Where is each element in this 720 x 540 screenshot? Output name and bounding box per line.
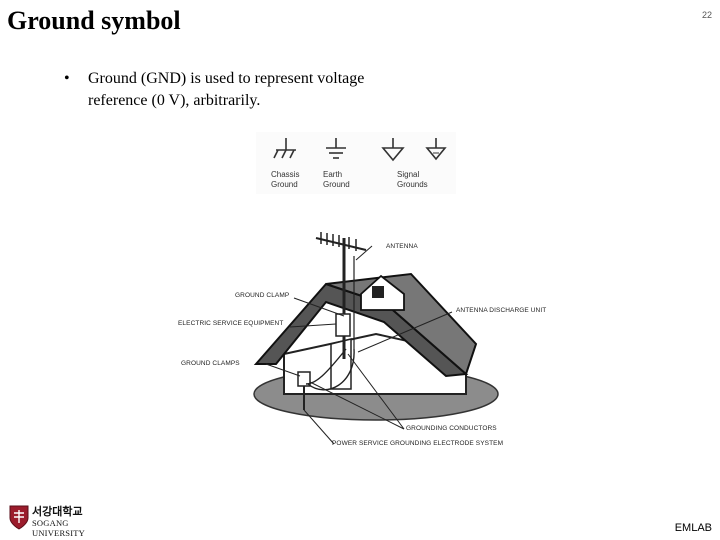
house-grounding-figure: ANTENNA GROUND CLAMP ANTENNA DISCHARGE U… [176, 224, 560, 454]
callout-antenna: ANTENNA [386, 243, 418, 250]
callout-power-service-grounding-electrode-system: POWER SERVICE GROUNDING ELECTRODE SYSTEM [332, 440, 504, 447]
grounding-conductor-2 [307, 348, 355, 391]
callout-electric-service-equipment: ELECTRIC SERVICE EQUIPMENT [178, 320, 284, 327]
logo-korean-text: 서강대학교 [32, 505, 83, 518]
ground-symbols-figure: Chassis Ground Earth Ground Signal Groun… [256, 132, 456, 194]
signal-ground-icon [381, 138, 405, 162]
callout-ground-clamp: GROUND CLAMP [235, 292, 290, 299]
logo-english-text: SOGANG UNIVERSITY [32, 518, 85, 538]
service-meter [335, 313, 351, 337]
dormer-window [372, 286, 384, 298]
callout-ground-clamps: GROUND CLAMPS [181, 360, 240, 367]
earth-ground-label: Earth Ground [323, 170, 350, 189]
page-number: 22 [701, 10, 712, 20]
ground-symbols-drawing [256, 132, 456, 194]
chassis-ground-label: Chassis Ground [271, 170, 300, 189]
slide-title: Ground symbol [7, 6, 181, 35]
chassis-ground-icon [273, 138, 296, 159]
university-crest-icon [9, 505, 29, 530]
bullet-list: • Ground (GND) is used to represent volt… [64, 68, 394, 112]
earth-ground-icon [326, 138, 346, 159]
bullet-text: Ground (GND) is used to represent voltag… [88, 70, 365, 109]
antenna-elements [320, 232, 357, 251]
signal-grounds-label: Signal Grounds [397, 170, 428, 189]
university-logo: 서강대학교 SOGANG UNIVERSITY [6, 502, 116, 538]
bullet-item: • Ground (GND) is used to represent volt… [64, 68, 394, 112]
house-grounding-drawing [253, 232, 499, 445]
footer-brand: EMLAB [674, 522, 712, 534]
callout-antenna-discharge-unit: ANTENNA DISCHARGE UNIT [456, 307, 547, 314]
callout-grounding-conductors: GROUNDING CONDUCTORS [406, 425, 497, 432]
signal-ground-alt-icon [425, 138, 447, 161]
callout-leaders [265, 245, 453, 445]
antenna-boom [315, 237, 367, 251]
bullet-glyph: • [64, 70, 70, 87]
